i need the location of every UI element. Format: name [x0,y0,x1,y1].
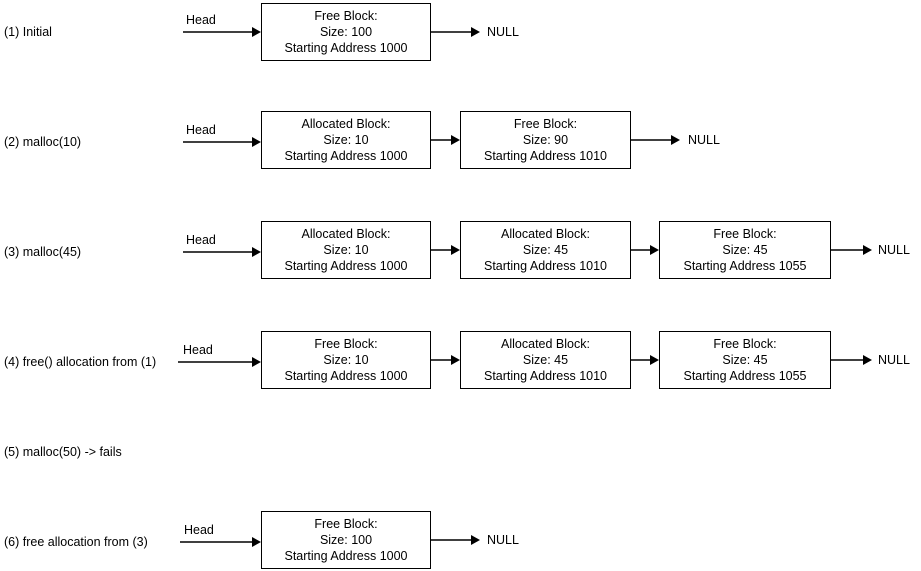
null-arrow-4 [831,355,872,365]
block-line-size: Size: 10 [323,353,369,367]
memory-block: Free Block: Size: 100 Starting Address 1… [261,3,431,61]
memory-block: Allocated Block: Size: 45 Starting Addre… [460,331,631,389]
head-label-6: Head [184,523,214,537]
block-line-kind: Free Block: [314,517,378,531]
block-line-address: Starting Address 1000 [284,549,408,563]
block-line-address: Starting Address 1000 [284,369,408,383]
block-line-size: Size: 100 [319,533,373,547]
head-label-1: Head [186,13,216,27]
block-connector-arrow [631,355,659,365]
block-line-size: Size: 45 [522,353,569,367]
null-label-1: NULL [487,25,519,39]
diagram-row-step-6: (6) free allocation from (3) Head Free B… [0,510,921,571]
block-line-size: Size: 45 [522,243,569,257]
block-line-address: Starting Address 1010 [484,369,607,383]
head-label-3: Head [186,233,216,247]
block-line-kind: Free Block: [713,337,777,351]
block-connector-arrow [631,245,659,255]
null-arrow-3 [831,245,872,255]
memory-block: Free Block: Size: 10 Starting Address 10… [261,331,431,389]
block-line-size: Size: 45 [722,353,768,367]
block-line-address: Starting Address 1000 [284,259,408,273]
memory-block: Free Block: Size: 100 Starting Address 1… [261,511,431,569]
head-arrow-6 [180,537,261,547]
block-line-kind: Free Block: [513,117,578,131]
null-label-2: NULL [688,133,720,147]
null-arrow-6 [431,535,480,545]
memory-block: Allocated Block: Size: 10 Starting Addre… [261,221,431,279]
step-label-4: (4) free() allocation from (1) [4,355,157,369]
memory-block: Allocated Block: Size: 45 Starting Addre… [460,221,631,279]
diagram-row-step-3: (3) malloc(45) Head Allocated Block: Siz… [0,220,921,320]
step-label-5: (5) malloc(50) -> fails [4,445,122,459]
step-label-2: (2) malloc(10) [4,135,82,149]
diagram-row-step-4: (4) free() allocation from (1) Head Free… [0,330,921,430]
memory-block: Free Block: Size: 45 Starting Address 10… [659,331,831,389]
block-line-address: Starting Address 1055 [683,369,807,383]
null-arrow-2 [631,135,680,145]
head-arrow-1 [183,27,261,37]
diagram-row-step-1: (1) Initial Head Free Block: Size: 100 S… [0,0,921,100]
block-connector-arrow [431,245,460,255]
head-arrow-3 [183,247,261,257]
memory-block: Free Block: Size: 90 Starting Address 10… [460,111,631,169]
block-line-address: Starting Address 1055 [683,259,807,273]
memory-block: Allocated Block: Size: 10 Starting Addre… [261,111,431,169]
head-label-2: Head [186,123,216,137]
diagram-row-step-2: (2) malloc(10) Head Allocated Block: Siz… [0,110,921,210]
block-line-size: Size: 100 [319,25,373,39]
block-line-address: Starting Address 1000 [284,41,408,55]
null-label-4: NULL [878,353,910,367]
step-label-3: (3) malloc(45) [4,245,82,259]
block-line-address: Starting Address 1010 [484,149,607,163]
null-arrow-1 [431,27,480,37]
step-label-6: (6) free allocation from (3) [4,535,148,549]
block-line-size: Size: 10 [323,243,369,257]
block-connector-arrow [431,135,460,145]
null-label-6: NULL [487,533,519,547]
head-arrow-4 [178,357,261,367]
block-line-kind: Free Block: [314,9,378,23]
block-line-address: Starting Address 1000 [284,149,408,163]
block-line-kind: Allocated Block: [501,337,590,351]
block-line-kind: Free Block: [713,227,777,241]
block-line-kind: Allocated Block: [301,227,391,241]
block-line-size: Size: 90 [522,133,569,147]
block-line-size: Size: 45 [722,243,768,257]
block-line-size: Size: 10 [323,133,369,147]
head-arrow-2 [183,137,261,147]
diagram-row-step-5: (5) malloc(50) -> fails [0,440,921,500]
block-connector-arrow [431,355,460,365]
step-label-1: (1) Initial [4,25,52,39]
head-label-4: Head [183,343,213,357]
block-line-kind: Allocated Block: [501,227,590,241]
block-line-address: Starting Address 1010 [484,259,607,273]
null-label-3: NULL [878,243,910,257]
memory-block: Free Block: Size: 45 Starting Address 10… [659,221,831,279]
block-line-kind: Allocated Block: [301,117,391,131]
block-line-kind: Free Block: [314,337,378,351]
